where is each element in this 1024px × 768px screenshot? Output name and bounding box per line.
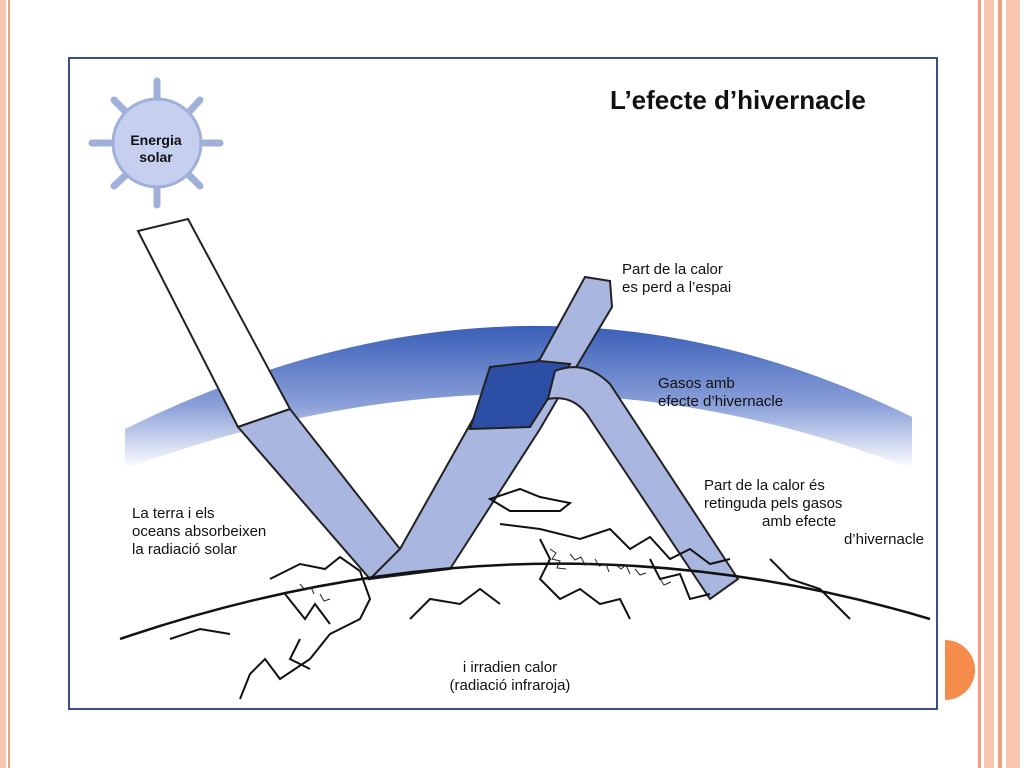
heat-lost-line-1: Part de la calor [622, 261, 723, 278]
landmass-outlines [169, 487, 851, 700]
sun-label-line-1: Energia [130, 132, 182, 148]
heat-retained-label: Part de la calor és retinguda pels gasos… [704, 477, 924, 549]
left-frame-line [8, 0, 10, 768]
heat-retained-line-4: d’hivernacle [843, 531, 924, 548]
sun-label: Energia solar [116, 132, 196, 166]
absorption-line-2: oceans absorbeixen [132, 523, 267, 540]
diagram-graphic [88, 77, 931, 700]
vegetation-texture [299, 548, 672, 602]
infrared-line-1: i irradien calor [462, 659, 558, 676]
absorption-line-1: La terra i els [132, 505, 215, 522]
sun-label-line-2: solar [139, 149, 173, 165]
slide-marker [945, 640, 975, 700]
sun-disc [111, 97, 203, 189]
heat-retained-line-1: Part de la calor és [704, 477, 825, 494]
heat-lost-line-2: es perd a l’espai [622, 279, 732, 296]
infrared-label: i irradien calor (radiació infraroja) [410, 659, 610, 695]
earth-horizon [119, 562, 931, 641]
absorption-line-3: la radiació solar [132, 541, 238, 558]
greenhouse-gases-line-2: efecte d’hivernacle [658, 393, 784, 410]
absorption-label: La terra i els oceans absorbeixen la rad… [132, 505, 266, 559]
greenhouse-gases-label: Gasos amb efecte d’hivernacle [658, 375, 783, 411]
heat-lost-label: Part de la calor es perd a l’espai [622, 261, 731, 297]
infrared-line-2: (radiació infraroja) [449, 677, 571, 694]
right-bar-4 [1006, 0, 1020, 768]
greenhouse-gases-line-1: Gasos amb [658, 375, 735, 392]
right-bar-3 [998, 0, 1002, 768]
atmosphere-layer [125, 325, 912, 469]
heat-retained-line-2: retinguda pels gasos [704, 495, 843, 512]
heat-retained-line-3: amb efecte [762, 513, 837, 530]
right-bar-1 [978, 0, 981, 768]
greenhouse-diagram: L’efecte d’hivernacle Energia solar Part… [68, 57, 938, 710]
left-border [0, 0, 6, 768]
right-bar-2 [984, 0, 994, 768]
right-decoration [978, 0, 1024, 768]
retained-heat-beam [546, 366, 740, 601]
diagram-title: L’efecte d’hivernacle [610, 85, 866, 115]
